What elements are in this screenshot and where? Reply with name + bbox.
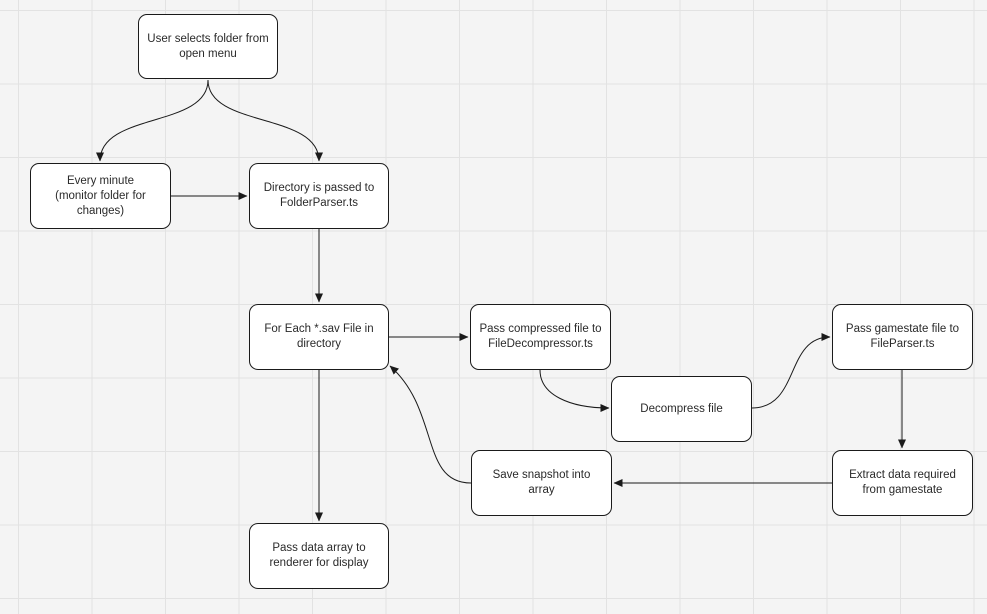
edge-user-to-minute: [96, 79, 209, 162]
node-user-selects-folder[interactable]: User selects folder from open menu: [138, 14, 278, 79]
node-directory-passed[interactable]: Directory is passed to FolderParser.ts: [249, 163, 389, 229]
edge-user-to-directory: [207, 79, 323, 162]
node-for-each-sav-file[interactable]: For Each *.sav File in directory: [249, 304, 389, 370]
node-pass-compressed-file[interactable]: Pass compressed file to FileDecompressor…: [470, 304, 611, 370]
edge-passcomp-to-decompress: [539, 369, 610, 412]
edge-snapshot-to-foreach: [389, 365, 472, 484]
node-pass-gamestate-file[interactable]: Pass gamestate file to FileParser.ts: [832, 304, 973, 370]
node-save-snapshot[interactable]: Save snapshot into array: [471, 450, 612, 516]
node-pass-data-array[interactable]: Pass data array to renderer for display: [249, 523, 389, 589]
node-extract-data[interactable]: Extract data required from gamestate: [832, 450, 973, 516]
edge-decompress-to-passgame: [751, 333, 831, 409]
node-every-minute[interactable]: Every minute (monitor folder for changes…: [30, 163, 171, 229]
node-decompress-file[interactable]: Decompress file: [611, 376, 752, 442]
